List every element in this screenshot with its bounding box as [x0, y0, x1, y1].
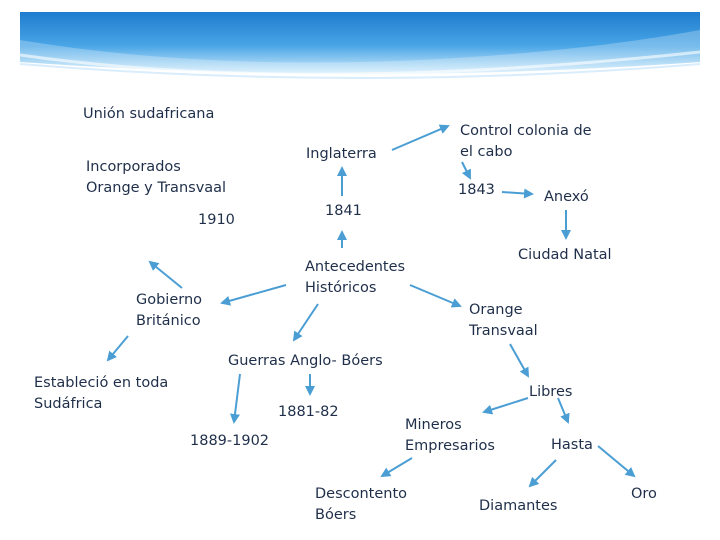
arrow-hasta-oro: [598, 446, 634, 476]
node-1881-82: 1881-82: [278, 402, 339, 423]
node-anexo: Anexó: [544, 187, 589, 208]
node-orange-transvaal: Orange Transvaal: [469, 300, 538, 342]
arrow-libres-mineros: [484, 398, 528, 412]
arrow-1843-anexo: [502, 192, 532, 194]
node-1889-1902: 1889-1902: [190, 431, 269, 452]
node-1843: 1843: [458, 180, 495, 201]
arrow-control-1843: [462, 162, 470, 178]
node-guerras-anglo-boers: Guerras Anglo- Bóers: [228, 351, 383, 372]
arrow-antecedentes-guerras: [294, 304, 318, 340]
node-diamantes: Diamantes: [479, 496, 557, 517]
arrow-orange-libres: [510, 344, 528, 376]
arrow-mineros-descontento: [382, 458, 412, 476]
arrow-gobierno-1910: [150, 262, 182, 288]
node-libres: Libres: [529, 382, 572, 403]
arrow-gobierno-establecio: [108, 336, 128, 360]
node-hasta: Hasta: [551, 435, 593, 456]
node-descontento-boers: Descontento Bóers: [315, 484, 407, 526]
arrow-guerras-1889: [234, 374, 240, 422]
node-oro: Oro: [631, 484, 657, 505]
node-inglaterra: Inglaterra: [306, 144, 377, 165]
arrow-antecedentes-gobierno: [222, 285, 286, 303]
node-1910: 1910: [198, 210, 235, 231]
node-mineros-empresarios: Mineros Empresarios: [405, 415, 495, 457]
node-gobierno-britanico: Gobierno Británico: [136, 290, 202, 332]
node-1841: 1841: [325, 201, 362, 222]
node-incorporados: Incorporados Orange y Transvaal: [86, 157, 226, 199]
arrow-inglaterra-control: [392, 126, 448, 150]
node-antecedentes-historicos: Antecedentes Históricos: [305, 257, 405, 299]
node-ciudad-natal: Ciudad Natal: [518, 245, 612, 266]
node-establecio: Estableció en toda Sudáfrica: [34, 373, 168, 415]
arrow-hasta-diamantes: [530, 460, 556, 486]
node-control-colonia: Control colonia de el cabo: [460, 121, 592, 163]
node-union-sudafricana: Unión sudafricana: [83, 104, 214, 125]
arrow-antecedentes-orange: [410, 285, 460, 306]
